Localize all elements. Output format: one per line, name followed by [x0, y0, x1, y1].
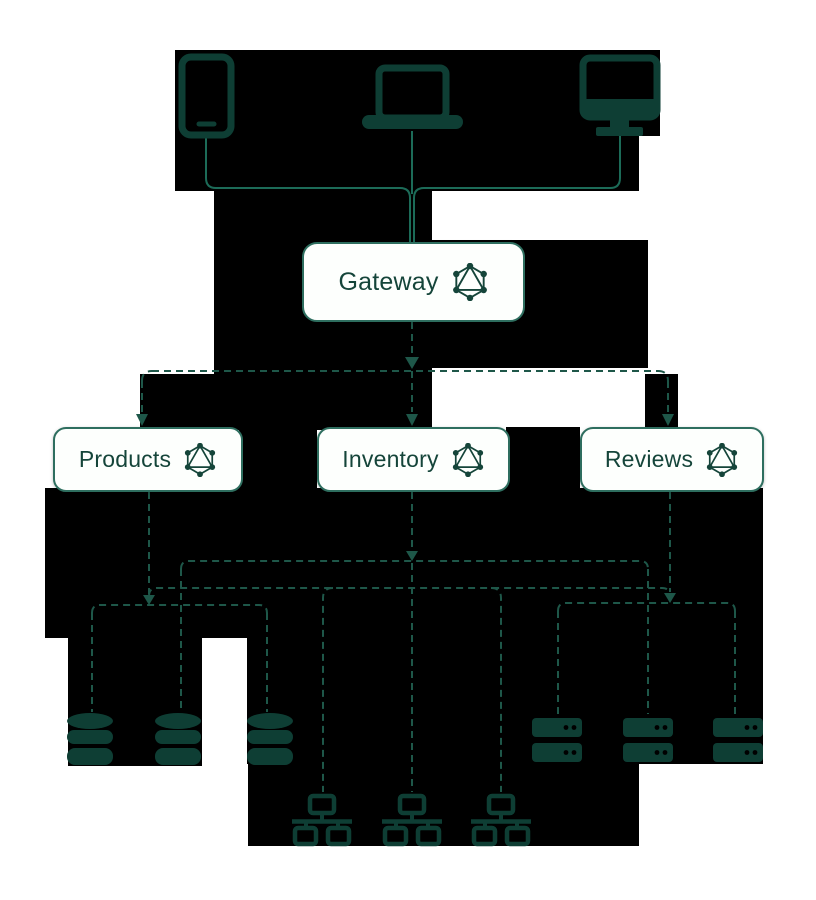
graphql-logo-icon — [452, 263, 487, 301]
black-region — [68, 638, 202, 766]
graphql-logo-icon — [185, 442, 216, 477]
database-icon — [67, 713, 113, 765]
black-region — [248, 764, 639, 846]
node-products-label: Products — [78, 446, 172, 472]
node-gateway-label: Gateway — [338, 267, 439, 296]
network-icon — [471, 793, 531, 847]
dashed-edges — [91, 322, 736, 792]
black-region — [239, 427, 317, 492]
arrowhead-icons — [136, 357, 676, 605]
graphql-logo-icon — [452, 442, 483, 477]
black-region — [247, 638, 763, 764]
database-icon — [247, 713, 293, 765]
connector-lines — [205, 131, 621, 242]
node-inventory: Inventory — [317, 427, 510, 492]
black-region — [140, 374, 432, 430]
node-gateway: Gateway — [302, 242, 525, 322]
desktop-icon — [579, 54, 661, 136]
server-icon — [713, 718, 763, 762]
node-products: Products — [53, 427, 243, 492]
database-icon — [155, 713, 201, 765]
node-reviews: Reviews — [580, 427, 764, 492]
server-icon — [532, 718, 582, 762]
graphql-logo-icon — [707, 442, 738, 477]
node-reviews-label: Reviews — [604, 446, 694, 472]
network-icon — [382, 793, 442, 847]
tablet-icon — [178, 53, 235, 139]
node-inventory-label: Inventory — [342, 446, 439, 472]
network-icon — [292, 793, 352, 847]
black-region — [45, 488, 763, 638]
laptop-icon — [362, 64, 463, 129]
black-region — [645, 374, 678, 430]
server-icon — [623, 718, 673, 762]
black-region — [506, 427, 580, 492]
black-region — [175, 135, 639, 191]
